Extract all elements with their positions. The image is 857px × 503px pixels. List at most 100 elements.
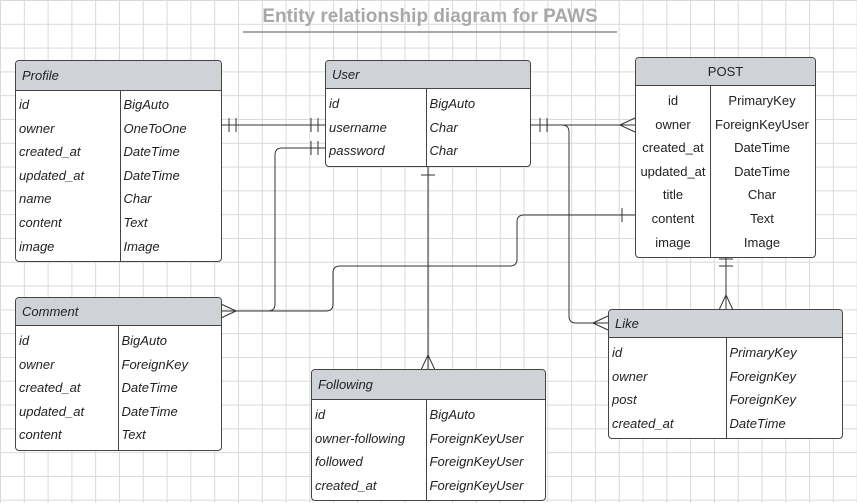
field-row: id BigAuto — [16, 329, 221, 353]
field-row: followed ForeignKeyUser — [312, 450, 545, 474]
field-type: BigAuto — [121, 333, 168, 348]
field-name: owner — [655, 116, 691, 132]
field-type: Char — [747, 187, 777, 203]
field-name: id — [612, 345, 623, 360]
entity-comment-title: Comment — [16, 298, 221, 326]
field-row: id PrimaryKey — [636, 89, 815, 113]
field-name: content — [19, 427, 62, 443]
field-row: created_at DateTime — [609, 412, 842, 436]
field-name: image — [655, 234, 691, 250]
field-type: ForeignKey — [121, 356, 188, 372]
field-name: id — [315, 407, 326, 422]
column-divider — [726, 338, 727, 439]
field-name: owner-following — [315, 430, 406, 446]
field-name: content — [651, 210, 695, 226]
post-like-link — [718, 251, 734, 311]
field-name: id — [19, 333, 30, 348]
field-name: name — [19, 191, 52, 207]
field-name: updated_at — [19, 403, 85, 419]
field-type: PrimaryKey — [728, 93, 796, 108]
profile-user-link — [222, 118, 325, 132]
field-type: DateTime — [123, 144, 180, 160]
entity-profile-title: Profile — [16, 61, 221, 91]
field-name: id — [667, 93, 679, 108]
field-type: ForeignKeyUser — [429, 430, 524, 446]
field-row: name Char — [16, 187, 221, 211]
field-row: owner ForeignKeyUser — [636, 113, 815, 137]
field-type: DateTime — [729, 415, 786, 431]
field-name: username — [329, 119, 387, 135]
field-row: post ForeignKey — [609, 388, 842, 412]
field-type: DateTime — [734, 163, 790, 179]
field-row: content Text — [16, 211, 221, 235]
field-row: title Char — [636, 183, 815, 207]
field-name: content — [19, 214, 62, 230]
field-type: BigAuto — [123, 97, 169, 112]
field-name: id — [329, 96, 340, 111]
field-name: title — [662, 187, 684, 203]
field-type: Text — [750, 210, 774, 226]
field-type: ForeignKeyUser — [715, 116, 809, 132]
field-type: Text — [123, 214, 148, 230]
field-row: id BigAuto — [16, 93, 221, 117]
field-type: DateTime — [123, 167, 180, 183]
field-row: updated_at DateTime — [16, 164, 221, 188]
field-type: Char — [429, 143, 458, 159]
field-name: created_at — [642, 140, 704, 156]
field-type: ForeignKey — [729, 392, 796, 408]
field-name: password — [329, 143, 385, 159]
field-type: Image — [123, 238, 160, 254]
entity-post-fields: id PrimaryKey owner ForeignKeyUser created_a… — [636, 86, 815, 258]
user-like-link — [531, 124, 609, 331]
field-name: id — [19, 97, 30, 112]
field-row: password Char — [326, 139, 530, 163]
field-type: BigAuto — [429, 407, 476, 422]
entity-post: POST id PrimaryKey owner ForeignKeyUser creat… — [635, 57, 816, 259]
field-type: DateTime — [121, 380, 178, 396]
field-type: Char — [123, 191, 152, 207]
field-row: updated_at DateTime — [636, 160, 815, 184]
diagram-title: Entity relationship diagram for PAWS — [243, 6, 617, 33]
field-name: updated_at — [19, 167, 85, 183]
column-divider — [710, 86, 711, 258]
field-row: id BigAuto — [326, 92, 530, 116]
user-following-link — [420, 160, 436, 371]
entity-user-title: User — [326, 61, 530, 89]
field-name: owner — [612, 368, 648, 384]
field-row: id BigAuto — [312, 403, 545, 427]
field-row: owner-following ForeignKeyUser — [312, 427, 545, 451]
entity-following-title: Following — [312, 370, 545, 400]
field-name: post — [612, 392, 637, 408]
field-name: followed — [315, 454, 363, 470]
post-comment-link — [236, 208, 635, 312]
field-type: ForeignKeyUser — [429, 477, 524, 493]
column-divider — [120, 91, 121, 262]
field-row: owner ForeignKey — [609, 365, 842, 389]
field-name: updated_at — [640, 163, 706, 179]
field-type: ForeignKey — [729, 368, 796, 384]
entity-post-title: POST — [636, 58, 815, 86]
field-type: ForeignKeyUser — [429, 454, 524, 470]
field-type: BigAuto — [429, 96, 476, 111]
column-divider — [118, 326, 119, 450]
field-name: created_at — [612, 415, 674, 431]
